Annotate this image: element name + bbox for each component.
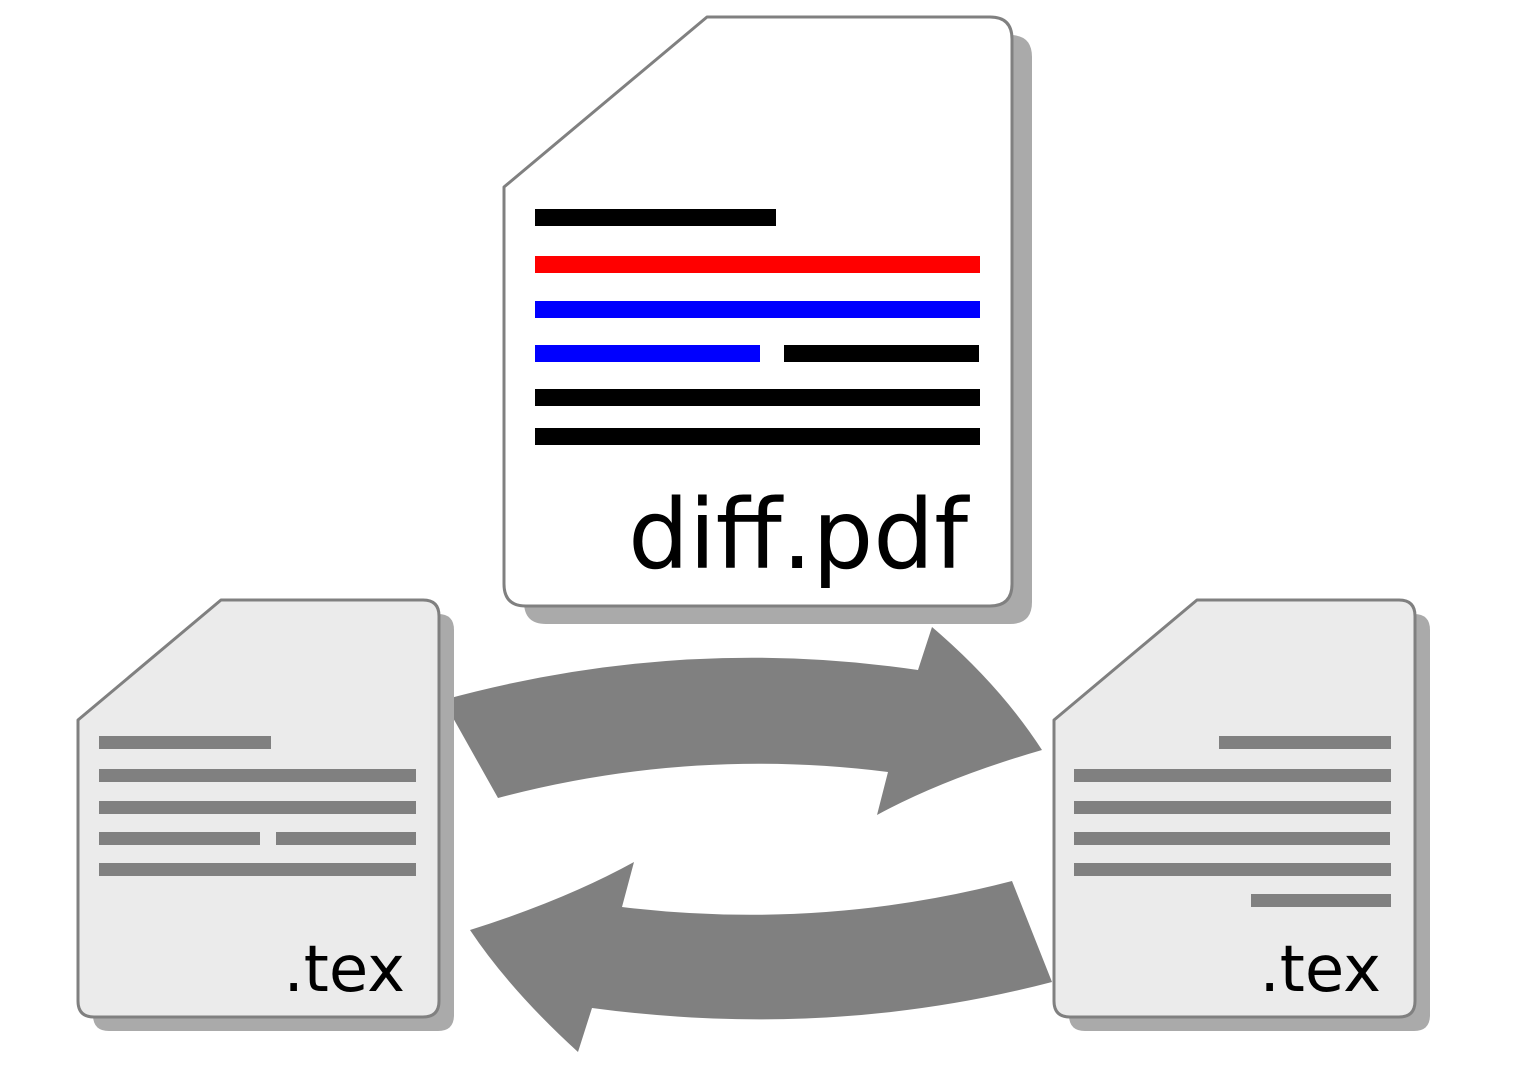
old-source-text-lines xyxy=(99,736,416,876)
curved-arrows xyxy=(443,627,1052,1052)
text-line xyxy=(1074,769,1391,782)
new-source-document-label: .tex xyxy=(1259,933,1381,1007)
curved-arrow-icon xyxy=(470,862,1052,1052)
curved-arrow-icon xyxy=(443,627,1042,815)
text-line xyxy=(99,832,260,845)
diff-line-unchanged xyxy=(535,209,776,226)
old-source-document: .tex xyxy=(76,598,454,1031)
text-line xyxy=(1074,832,1390,845)
diff-line-added xyxy=(535,301,980,318)
diff-line-removed xyxy=(535,256,980,273)
text-line xyxy=(99,863,416,876)
new-source-document: .tex xyxy=(1052,598,1430,1031)
old-source-document-label: .tex xyxy=(283,933,405,1007)
text-line xyxy=(1074,863,1391,876)
text-line xyxy=(1074,801,1391,814)
diff-document: diff.pdf xyxy=(502,15,1032,624)
diff-line-unchanged xyxy=(535,428,980,445)
text-line xyxy=(99,801,416,814)
diff-document-label: diff.pdf xyxy=(628,479,970,591)
text-line xyxy=(1251,894,1391,907)
diff-text-lines xyxy=(535,209,980,445)
diff-line-unchanged xyxy=(535,389,980,406)
text-line xyxy=(1219,736,1391,749)
text-line xyxy=(99,736,271,749)
text-line xyxy=(99,769,416,782)
diff-line-added xyxy=(535,345,760,362)
diff-line-unchanged xyxy=(784,345,979,362)
text-line xyxy=(276,832,416,845)
new-source-text-lines xyxy=(1074,736,1391,907)
